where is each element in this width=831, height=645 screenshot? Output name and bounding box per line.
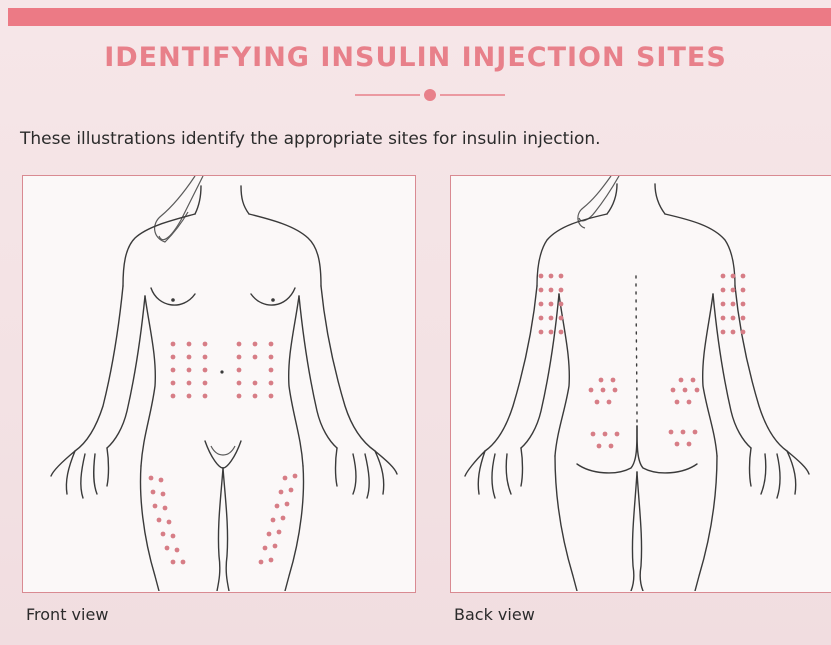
title-ornament xyxy=(355,88,505,102)
back-body-illustration xyxy=(451,176,830,591)
header-band xyxy=(8,8,831,26)
back-view-caption: Back view xyxy=(454,605,535,624)
right-buttock-injection-site xyxy=(669,378,700,447)
left-upper-arm-injection-site xyxy=(539,274,564,335)
front-view-caption: Front view xyxy=(26,605,108,624)
left-buttock-injection-site xyxy=(589,378,620,449)
right-upper-arm-injection-site xyxy=(721,274,746,335)
front-body-illustration xyxy=(23,176,414,591)
front-view-panel xyxy=(22,175,416,593)
page-title: IDENTIFYING INSULIN INJECTION SITES xyxy=(0,42,831,73)
abdomen-injection-site xyxy=(171,342,274,399)
back-view-panel xyxy=(450,175,831,593)
right-thigh-injection-site xyxy=(259,474,298,565)
intro-text: These illustrations identify the appropr… xyxy=(20,129,601,149)
left-thigh-injection-site xyxy=(149,476,186,565)
